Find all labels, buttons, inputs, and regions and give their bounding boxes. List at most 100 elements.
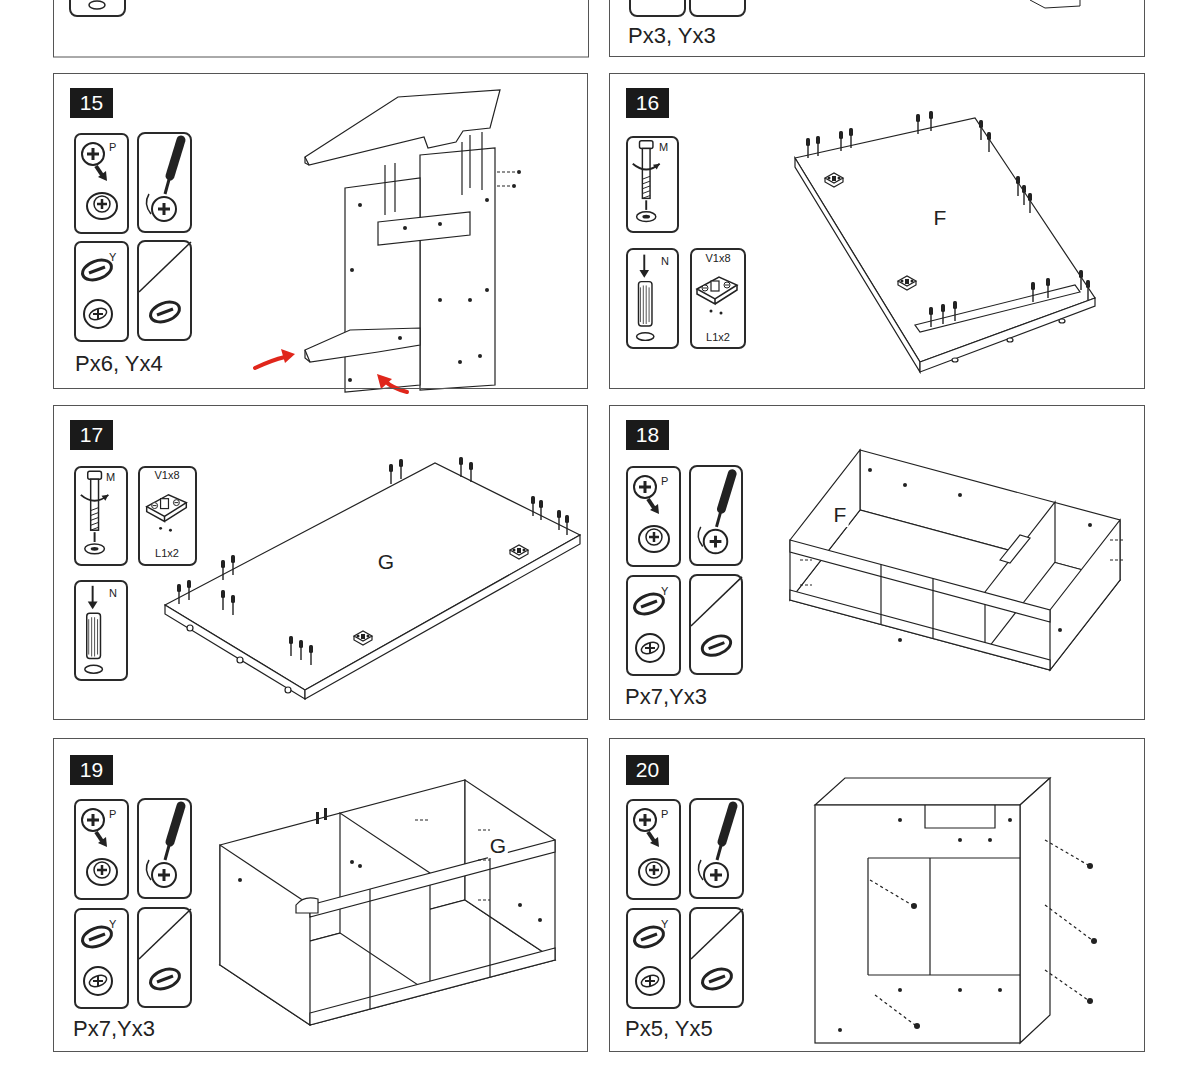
part-letter: P (661, 475, 668, 488)
dowel (953, 301, 957, 321)
cabinet-exploded-view (403, 226, 407, 230)
dowel (231, 595, 235, 615)
icon-art (138, 133, 191, 232)
red-pointer-arrow (255, 357, 285, 368)
partial-panel (630, 0, 685, 16)
cabinet-exploded-view (485, 288, 489, 292)
frame-g-illustration (350, 860, 354, 864)
frame-f-illustration (868, 468, 1092, 642)
dowel (1031, 282, 1035, 302)
part-code: L1x2 (706, 331, 730, 344)
dowel (231, 555, 235, 575)
step-panel: Px3, Yx3 (609, 0, 1145, 57)
icon-art (690, 466, 742, 565)
part-count: Px5, Yx5 (625, 1016, 713, 1042)
part-icon-box: M (626, 136, 679, 233)
frame-g-illustration (370, 857, 490, 1009)
step-panel: 18Px7,Yx3PY (609, 405, 1145, 720)
cabinet-exploded-view (305, 328, 420, 362)
part-icon-box: N (74, 580, 128, 681)
icon-art (634, 476, 669, 552)
cabinet-back-illustration (925, 805, 995, 828)
part-icon-box: P (74, 133, 129, 234)
dowel (399, 459, 403, 479)
board-f-illustration (795, 158, 920, 372)
icon-art (139, 242, 191, 326)
icon-art (690, 908, 743, 1007)
cabinet-exploded-view (468, 298, 472, 302)
cabinet-exploded-view (358, 203, 362, 207)
icon-art (691, 909, 743, 993)
cabinet-exploded-view (517, 170, 521, 174)
dowel (816, 136, 820, 156)
part-letter: Y (661, 918, 668, 931)
frame-g-illustration (296, 898, 318, 913)
frame-g-illustration (238, 808, 542, 922)
dowel (565, 515, 569, 535)
frame-g-illustration (415, 820, 490, 900)
part-icon-box: Y (626, 908, 681, 1009)
icon-art (82, 809, 117, 885)
board-g-illustration (285, 687, 291, 693)
part-letter: Y (661, 585, 668, 598)
part-letter: M (659, 141, 668, 154)
red-pointer-arrow (377, 374, 392, 389)
dowel (806, 111, 1090, 327)
part-count: Px6, Yx4 (75, 351, 163, 377)
board-f-illustration (1059, 319, 1065, 323)
step-number: 18 (626, 420, 669, 450)
frame-g-illustration (358, 864, 362, 868)
icon-art (633, 141, 660, 222)
cabinet-exploded-view (305, 90, 500, 165)
step-number: 15 (70, 88, 113, 118)
board-f-illustration (795, 118, 1095, 372)
icon-art (690, 575, 742, 674)
step-panel: 20Px5, Yx5PY (609, 738, 1145, 1052)
dowel (1022, 185, 1026, 205)
step-panel: 15Px6, Yx4 P Y (53, 73, 588, 389)
cabinet-back-illustration (914, 1023, 920, 1029)
cabinet-back-illustration (868, 858, 1020, 975)
frame-f-illustration (790, 450, 860, 600)
step-panel: 19Px7,Yx3PY (53, 738, 588, 1052)
partial-panel (89, 1, 105, 9)
part-count: Px7,Yx3 (73, 1016, 155, 1042)
icon-art (82, 143, 117, 219)
dowel (531, 496, 535, 516)
icon-art (80, 133, 743, 1007)
cabinet-back-illustration (1087, 998, 1093, 1004)
cabinet-back-illustration (958, 838, 962, 842)
icon-art (632, 923, 666, 995)
dowel (1086, 280, 1090, 300)
dowel (187, 580, 191, 600)
cabinet-back-illustration (870, 840, 1092, 1025)
dowel (839, 131, 843, 151)
dowel (929, 111, 933, 131)
frame-f-illustration (800, 540, 1124, 585)
part-icon-box: P (626, 799, 681, 900)
cabinet-back-illustration (1020, 778, 1050, 1043)
board-g-illustration (165, 463, 580, 699)
frame-f-illustration (898, 638, 902, 642)
cabinet-exploded-view (438, 222, 442, 226)
frame-g-illustration (518, 903, 522, 907)
frame-f-illustration (790, 450, 1124, 670)
part-letter: Y (109, 251, 116, 264)
cabinet-exploded-view (378, 212, 470, 245)
step-panel: 17MV1x8L1x2N (53, 405, 588, 720)
frame-f-illustration (790, 590, 1050, 670)
cabinet-back-illustration (1087, 863, 1093, 869)
icon-art (138, 241, 191, 340)
red-pointer-arrow (255, 349, 407, 392)
partial-panel (690, 0, 745, 16)
board-f-illustration (952, 358, 958, 362)
partial-panel (1030, 0, 1080, 8)
part-letter: N (109, 587, 117, 600)
icon-art (632, 590, 666, 662)
dowel (459, 457, 463, 477)
part-icon-box: N (626, 248, 679, 349)
icon-art (698, 474, 732, 554)
icon-art (146, 806, 181, 887)
cabinet-exploded-view (305, 90, 521, 392)
